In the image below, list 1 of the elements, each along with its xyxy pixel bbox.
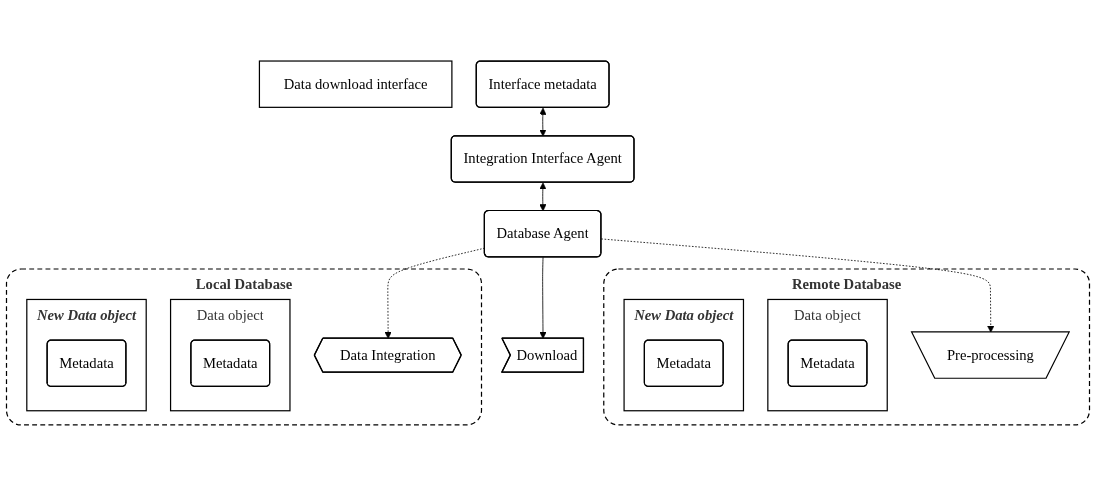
node-box: Data download interface (258, 60, 453, 108)
